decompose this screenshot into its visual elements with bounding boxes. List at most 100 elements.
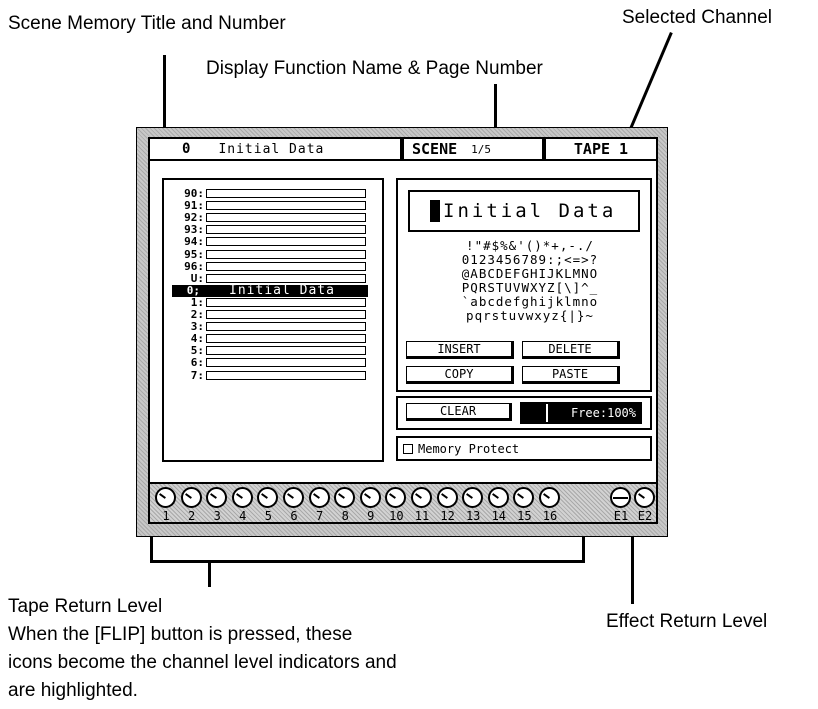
list-item[interactable]: 96:	[176, 261, 366, 272]
tape-return-knob[interactable]	[308, 487, 330, 508]
scene-memory-title	[206, 273, 366, 283]
scene-memory-number: 93:	[184, 223, 204, 237]
scene-number: 0	[182, 141, 191, 157]
tape-return-knob[interactable]	[539, 487, 560, 508]
bracket-tape-bottom	[150, 560, 585, 563]
memory-protect-toggle[interactable]: Memory Protect	[396, 436, 652, 461]
leader-display-function	[494, 84, 497, 140]
leader-selected-channel	[625, 32, 673, 140]
charset-row[interactable]: 0123456789:;<=>?	[461, 252, 599, 267]
scene-memory-number: 5:	[190, 344, 204, 358]
scene-title: Initial Data	[218, 141, 325, 157]
list-item[interactable]: 95:	[176, 249, 366, 260]
effect-return-knob[interactable]	[610, 487, 631, 508]
channel-number-label: 12	[440, 509, 455, 523]
scene-memory-number: 2:	[190, 308, 204, 321]
charset-row[interactable]: !"#$%&'()*+,-./	[466, 238, 594, 253]
scene-memory-number: 6:	[190, 356, 204, 370]
tape-return-knob[interactable]	[155, 487, 176, 508]
scene-memory-number: 1:	[190, 295, 204, 309]
scene-memory-number: 95:	[184, 247, 204, 261]
annotation-tape-return-desc-1: When the [FLIP] button is pressed, these	[8, 624, 353, 645]
scene-memory-number: 94:	[184, 235, 204, 249]
delete-button[interactable]: DELETE	[522, 341, 620, 359]
tape-return-knob[interactable]	[334, 487, 356, 508]
scene-memory-number: 90:	[184, 187, 204, 200]
scene-memory-number: 92:	[184, 211, 204, 225]
scene-memory-title	[206, 249, 366, 259]
effect-return-knob[interactable]	[634, 487, 655, 508]
scene-memory-number: 4:	[190, 332, 204, 346]
checkbox	[403, 443, 413, 454]
list-item[interactable]: 3:	[176, 321, 366, 332]
scene-memory-title	[206, 310, 366, 319]
channel-number-label: 3	[213, 509, 221, 523]
scene-memory-title	[206, 237, 366, 247]
annotation-selected-channel: Selected Channel	[622, 7, 772, 28]
tape-return-knob[interactable]	[257, 487, 279, 508]
scene-memory-number: 3:	[190, 320, 204, 334]
tape-return-knob[interactable]	[359, 487, 381, 508]
leader-tape-return	[208, 561, 211, 587]
channel-number-label: 1	[162, 509, 170, 523]
scene-memory-title	[206, 297, 366, 307]
charset-row[interactable]: PQRSTUVWXYZ[\]^_	[461, 280, 599, 295]
scene-memory-title	[206, 225, 366, 235]
insert-button[interactable]: INSERT	[406, 341, 514, 359]
list-item[interactable]: 90:	[176, 188, 366, 199]
tape-return-knob[interactable]	[411, 487, 432, 508]
bracket-tape-left	[150, 520, 153, 562]
charset-row[interactable]: `abcdefghijklmno	[461, 294, 599, 309]
scene-memory-title	[206, 358, 366, 368]
tape-return-knob[interactable]	[283, 487, 304, 508]
scene-memory-title	[206, 346, 366, 356]
list-item[interactable]: 92:	[176, 212, 366, 223]
list-item[interactable]: U:	[176, 273, 366, 284]
list-item[interactable]: 4:	[176, 333, 366, 344]
list-item[interactable]: 93:	[176, 224, 366, 235]
channel-box: TAPE 1	[544, 137, 658, 161]
scene-memory-number: 96:	[184, 259, 204, 273]
tape-return-knob[interactable]	[385, 487, 407, 508]
scene-memory-title	[206, 261, 366, 271]
list-item[interactable]: 94:	[176, 236, 366, 247]
scene-memory-number: 91:	[184, 199, 204, 213]
bracket-tape-right	[582, 520, 585, 562]
channel-number-label: 16	[542, 509, 558, 523]
list-item[interactable]: 2:	[176, 309, 366, 320]
tape-return-knob[interactable]	[487, 487, 509, 508]
annotation-display-function: Display Function Name & Page Number	[206, 58, 543, 79]
list-item[interactable]: 5:	[176, 345, 366, 356]
annotation-tape-return-title: Tape Return Level	[8, 596, 163, 617]
tape-return-knob[interactable]	[436, 487, 458, 508]
channel-number-label: 2	[187, 509, 196, 523]
copy-button[interactable]: COPY	[406, 366, 514, 384]
channel-number-label: 4	[239, 509, 247, 523]
scene-memory-title	[206, 322, 366, 332]
channel-number-label: 11	[414, 509, 430, 523]
list-item[interactable]: 0;Initial Data	[172, 283, 368, 298]
clear-button[interactable]: CLEAR	[406, 403, 512, 421]
channel-number-label: 14	[491, 509, 507, 523]
charset-row[interactable]: pqrstuvwxyz{|}~	[466, 308, 594, 323]
list-item[interactable]: 1:	[176, 297, 366, 308]
tape-return-knob[interactable]	[462, 487, 484, 508]
list-item[interactable]: 6:	[176, 357, 366, 368]
tape-return-knob[interactable]	[206, 487, 228, 508]
channel-number-label: 9	[367, 509, 375, 523]
list-item[interactable]: 7:	[176, 370, 366, 381]
tape-return-knob[interactable]	[180, 487, 202, 508]
scene-memory-number: U:	[190, 271, 204, 285]
scene-memory-title	[206, 201, 366, 211]
list-item[interactable]: 91:	[176, 200, 366, 211]
function-box: SCENE 1/5	[402, 137, 544, 161]
tape-return-knob[interactable]	[513, 487, 535, 508]
channel-number-label: 5	[264, 509, 272, 523]
scene-memory-number: 0;	[186, 284, 200, 298]
tape-return-knob[interactable]	[231, 487, 253, 508]
title-edit-field[interactable]: Initial Data	[408, 190, 640, 232]
charset-row[interactable]: @ABCDEFGHIJKLMNO	[461, 266, 599, 281]
paste-button[interactable]: PASTE	[522, 366, 620, 384]
scene-memory-title	[206, 370, 366, 380]
channel-number-label: 8	[341, 509, 349, 523]
